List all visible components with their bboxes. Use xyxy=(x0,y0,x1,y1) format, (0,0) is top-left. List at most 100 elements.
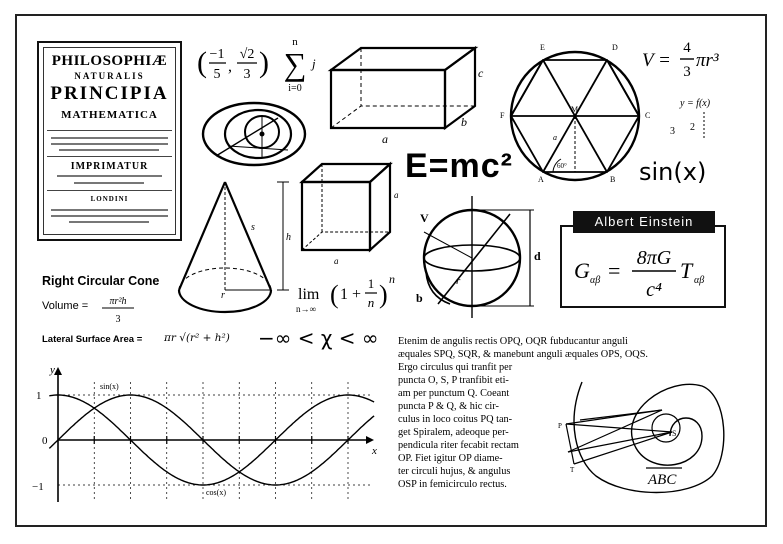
sphere-label-r: r xyxy=(456,275,461,287)
graph-x-label: x xyxy=(371,445,377,457)
spiral-diagram: S P T ABC xyxy=(558,381,725,494)
limit-sub: n→∞ xyxy=(296,304,316,314)
graph-cos-label: cos(x) xyxy=(206,488,226,497)
latin-text-line-4: puncta O, S, P tranfibit eti- xyxy=(398,375,509,386)
spiral-label-s: S xyxy=(672,429,676,438)
vector-formula: ( −1 5 , √2 3 ) xyxy=(197,46,269,82)
illegible-text xyxy=(51,215,168,217)
hex-label-c: C xyxy=(645,111,650,120)
rule xyxy=(47,156,172,157)
vector-b-num: √2 xyxy=(240,47,255,62)
summation-formula: n ∑ i=0 j xyxy=(284,36,316,94)
limit-exp: n xyxy=(389,272,395,286)
latin-text-line-10: OP. Fiet igitur OP diame- xyxy=(398,453,503,464)
hex-angle-label: 60° xyxy=(557,162,567,170)
graph-y-tick-0: 0 xyxy=(42,435,48,447)
illegible-text xyxy=(69,221,149,223)
rule xyxy=(47,190,172,191)
cone-volume-den: 3 xyxy=(116,314,121,325)
latin-text-line-9: pendicula riter fecabit rectam xyxy=(398,440,519,451)
hex-label-m: M xyxy=(571,105,578,114)
hex-label-a-side: a xyxy=(553,133,557,142)
hex-label-f: F xyxy=(500,111,505,120)
title-page-border xyxy=(43,47,176,235)
latin-text-line-1: Etenim de angulis rectis OPQ, OQR fubduc… xyxy=(398,336,628,347)
paren-right: ) xyxy=(259,46,269,79)
sum-top: n xyxy=(292,36,298,48)
spiral-label-p: P xyxy=(558,422,562,430)
cone-label-h: h xyxy=(286,232,291,243)
sphere-num: 4 xyxy=(683,40,691,56)
book-line-principia: PRINCIPIA xyxy=(50,83,169,104)
limit-paren-left: ( xyxy=(330,280,339,309)
eq-rhs: T xyxy=(680,258,694,283)
yfx-label: y = f(x) xyxy=(679,98,711,109)
graph-y-tick-neg1: −1 xyxy=(32,481,44,493)
illegible-text xyxy=(57,175,162,177)
sphere-diagram: V d b r xyxy=(416,196,541,318)
nested-ellipses-diagram xyxy=(201,101,307,167)
cone-volume-label: Volume = xyxy=(42,300,89,312)
illegible-text xyxy=(59,149,159,151)
limit-one: 1 + xyxy=(340,286,361,303)
book-line-imprimatur: IMPRIMATUR xyxy=(70,161,149,172)
sphere-label-v: V xyxy=(420,211,429,225)
x-axis-arrow xyxy=(366,436,374,444)
eq-denominator: c⁴ xyxy=(646,279,662,301)
cosine-curve xyxy=(49,394,375,486)
sum-bottom: i=0 xyxy=(288,83,301,94)
latin-text-line-3: Ergo circulus qui tranfit per xyxy=(398,362,513,373)
latin-text-line-6: puncta P & Q, & hic cir- xyxy=(398,401,499,412)
spiral-curve xyxy=(573,381,725,494)
cone-label-r: r xyxy=(221,290,225,301)
rule xyxy=(47,130,172,131)
graph-sin-label: sin(x) xyxy=(100,382,119,391)
y-axis-arrow xyxy=(54,367,62,375)
sphere-rest: πr³ xyxy=(696,50,719,71)
cuboid-label-a: a xyxy=(382,132,388,146)
sphere-label-b: b xyxy=(416,291,423,305)
comma: , xyxy=(228,58,232,75)
eq-numerator: 8πG xyxy=(637,247,672,269)
limit-paren-right: ) xyxy=(379,280,388,309)
illegible-text xyxy=(51,137,168,139)
eq-rhs-sub: αβ xyxy=(694,275,704,286)
sphere-den: 3 xyxy=(683,64,691,80)
limit-frac-num: 1 xyxy=(368,276,375,291)
latin-text-line-12: OSP in femicirculo rectus. xyxy=(398,479,507,490)
spiral-label-t: T xyxy=(570,466,575,474)
cone-label-s: s xyxy=(251,222,255,233)
latin-text-line-5: am per punctum Q. Coeant xyxy=(398,388,510,399)
einstein-equation: G αβ = 8πG c⁴ T αβ xyxy=(574,247,704,301)
cone-title: Right Circular Cone xyxy=(42,274,160,288)
emc2-formula: E=mc² xyxy=(405,147,513,185)
hex-label-a: A xyxy=(538,175,544,184)
sphere-label-d: d xyxy=(534,249,541,263)
illegible-text xyxy=(51,143,168,145)
eq-lhs-sub: αβ xyxy=(590,275,600,286)
vector-a-num: −1 xyxy=(210,47,225,62)
abc-label: ABC xyxy=(647,472,677,488)
sum-var: j xyxy=(310,56,316,71)
cuboid-diagram: a b c xyxy=(327,45,484,146)
latin-text-line-2: æquales SPQ, SQR, & manebunt anguli æqua… xyxy=(398,349,648,360)
sigma-symbol: ∑ xyxy=(284,46,307,82)
vector-a-den: 5 xyxy=(214,67,221,82)
graph-y-tick-1: 1 xyxy=(36,390,42,402)
axis-label-3: 3 xyxy=(670,126,675,137)
sine-cosine-graph: y x 1 0 −1 sin(x) cos(x) xyxy=(32,364,377,502)
cone-lateral-label: Lateral Surface Area = xyxy=(42,334,143,345)
cone-diagram: s h r xyxy=(177,181,291,314)
sphere-v-label: V = xyxy=(642,50,671,71)
inscribed-hexagon-diagram: E D C B A F M a 60° xyxy=(500,43,650,184)
vector-b-den: 3 xyxy=(244,67,251,82)
limit-formula: lim n→∞ ( 1 + 1 n ) n xyxy=(296,272,395,314)
cone-lateral-formula: πr √(r² + h²) xyxy=(164,332,230,344)
latin-text-line-7: culus in loco coitus PQ tan- xyxy=(398,414,513,425)
cuboid-label-b: b xyxy=(461,115,467,129)
hex-label-d: D xyxy=(612,43,618,52)
cuboid-label-c: c xyxy=(478,66,484,80)
infinity-inequality: −∞ < χ < ∞ xyxy=(258,326,379,350)
limit-frac-den: n xyxy=(368,295,375,310)
